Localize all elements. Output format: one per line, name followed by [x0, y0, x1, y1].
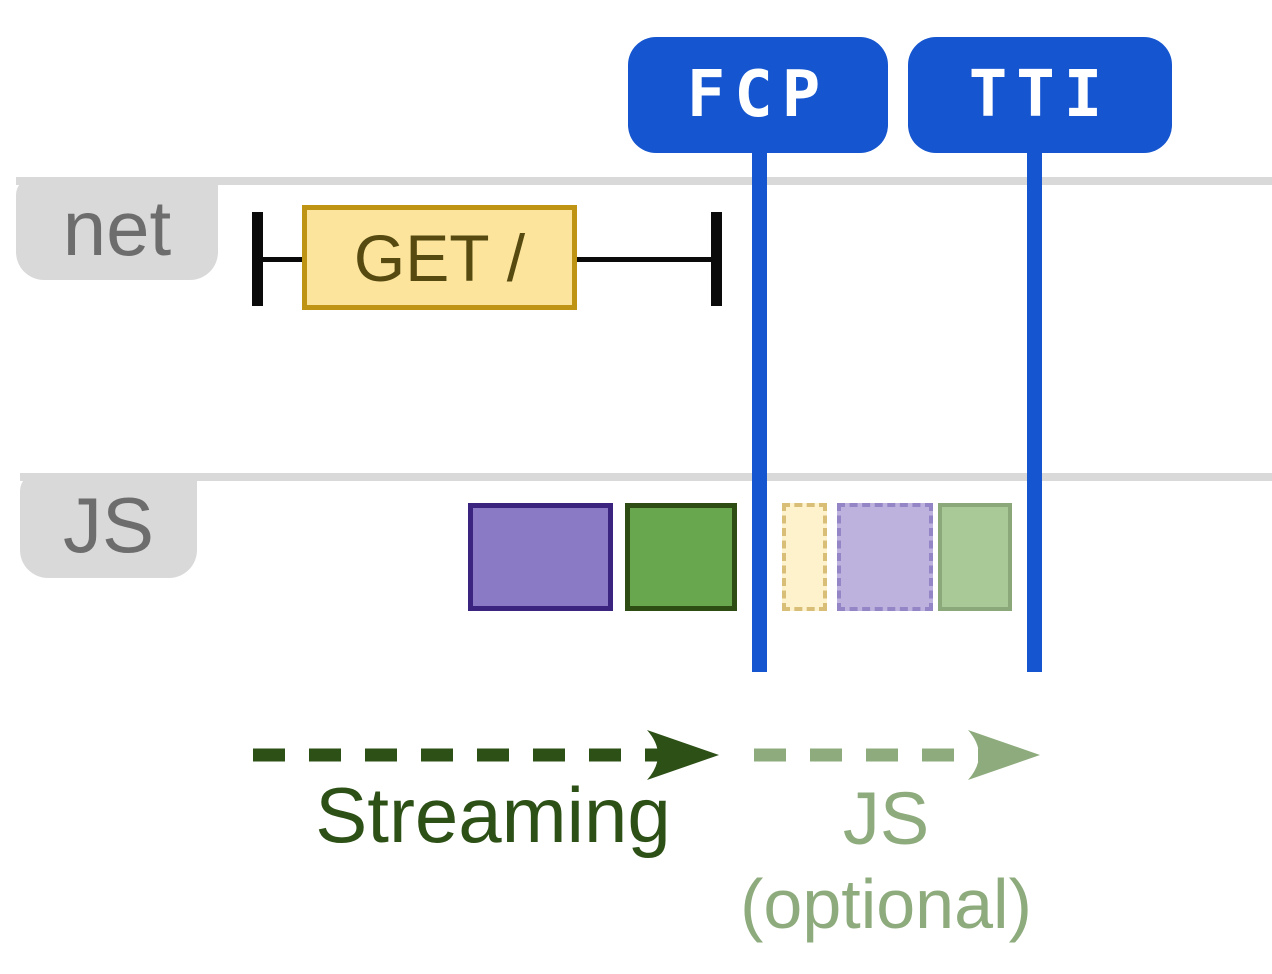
get-request-box: GET / [302, 205, 577, 310]
js-optional-legend-line1: JS [842, 777, 930, 860]
js-track-label: JS [20, 473, 197, 578]
js-task-faded-yellow [782, 503, 827, 611]
net-track-line [16, 177, 1272, 185]
net-track-label: net [16, 177, 218, 280]
get-request-label: GET / [353, 220, 526, 295]
streaming-arrow-icon [253, 730, 719, 780]
js-task-faded-purple [837, 503, 933, 611]
js-task-solid-purple [468, 503, 613, 611]
js-optional-legend-line2: (optional) [740, 865, 1032, 943]
tti-badge: TTI [908, 37, 1172, 153]
arrowhead-icon [647, 730, 719, 780]
request-start-tick [252, 212, 263, 306]
streaming-legend-label: Streaming [315, 771, 671, 859]
request-end-tick [711, 212, 722, 306]
fcp-badge: FCP [628, 37, 888, 153]
js-track-label-text: JS [62, 481, 155, 569]
js-optional-legend-label: JS (optional) [686, 776, 1086, 946]
arrowhead-icon [968, 730, 1040, 780]
js-optional-arrow-icon [754, 730, 1040, 780]
fcp-marker-line [752, 148, 767, 672]
js-task-faded-green [938, 503, 1012, 611]
fcp-badge-label: FCP [686, 58, 830, 132]
net-track-label-text: net [62, 184, 172, 272]
tti-marker-line [1027, 148, 1042, 672]
js-track-line [20, 473, 1272, 481]
tti-badge-label: TTI [968, 58, 1112, 132]
js-task-solid-green [625, 503, 737, 611]
